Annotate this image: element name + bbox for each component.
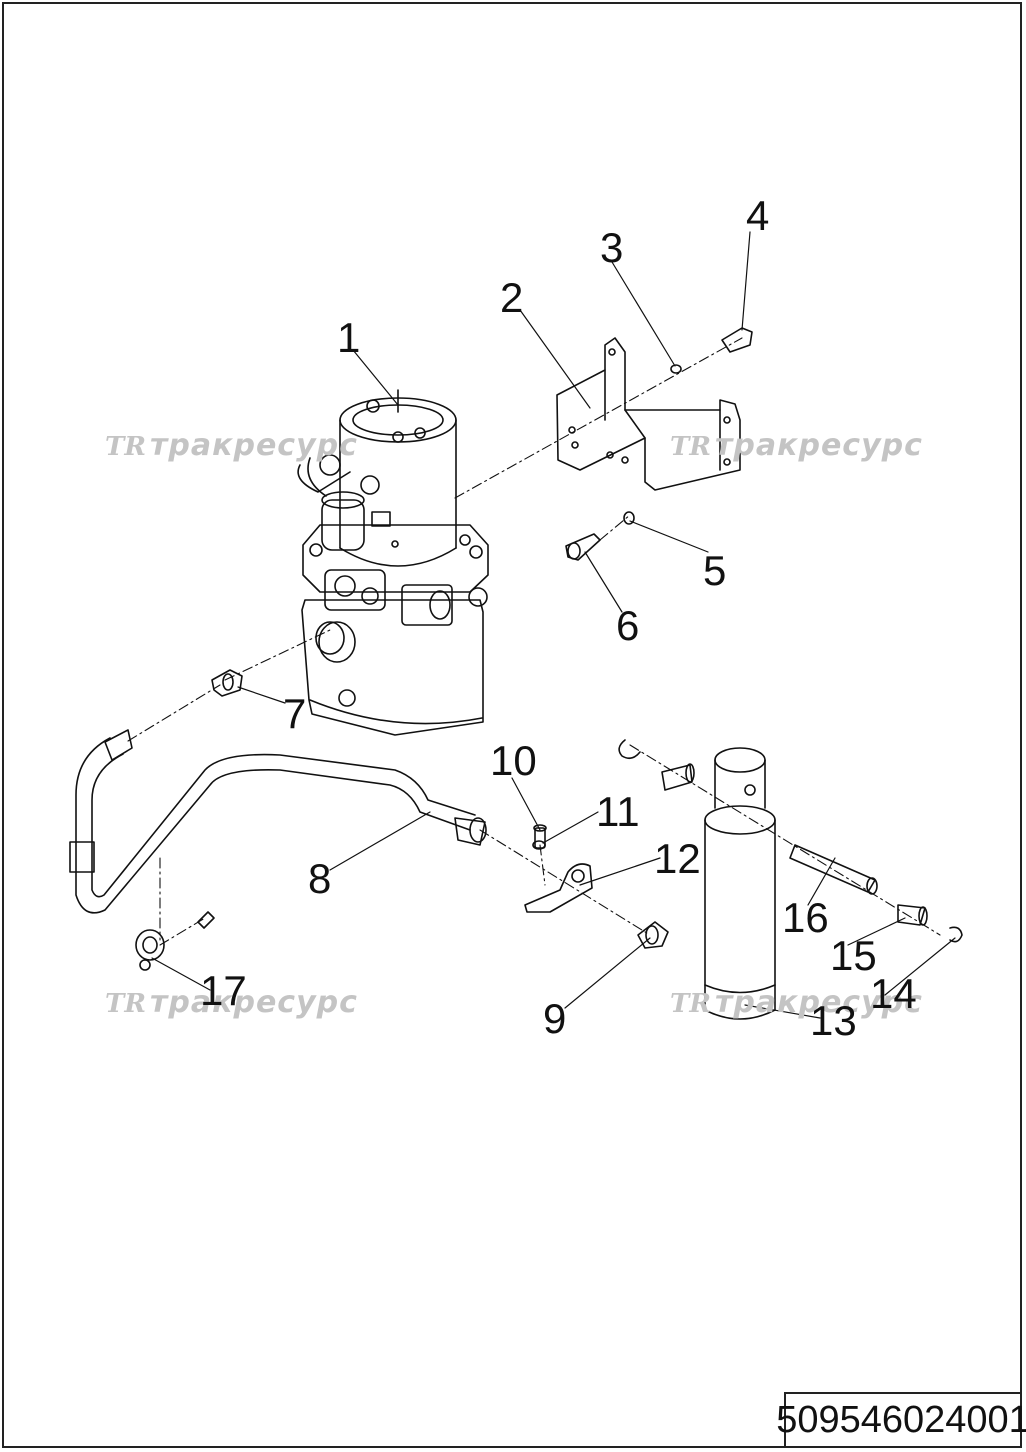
fitting-part-9: [637, 921, 669, 949]
callout-15: 15: [830, 932, 877, 979]
callout-6: 6: [616, 602, 639, 649]
watermark-top-left: ТR тракресурс: [105, 428, 358, 463]
pin-parts-14-15-16: [618, 739, 963, 943]
watermark-bottom-right: ТR тракресурс: [670, 985, 923, 1020]
callout-9: 9: [543, 995, 566, 1042]
callout-16: 16: [782, 894, 829, 941]
svg-text:ТR: ТR: [105, 432, 146, 462]
callout-17: 17: [200, 967, 247, 1014]
document-number-box: 509546024001: [776, 1392, 1026, 1448]
watermark-top-right: ТR тракресурс: [670, 428, 923, 463]
callout-2: 2: [500, 274, 523, 321]
svg-text:тракресурс: тракресурс: [150, 985, 358, 1020]
callout-14: 14: [870, 970, 917, 1017]
callout-5: 5: [703, 547, 726, 594]
bracket-hardware-parts-10-11-12: [524, 824, 593, 913]
svg-text:тракресурс: тракресурс: [150, 428, 358, 463]
leader-lines: [151, 231, 956, 1019]
document-number: 509546024001: [776, 1398, 1026, 1441]
center-lines: [127, 337, 941, 946]
svg-text:ТR: ТR: [670, 989, 711, 1019]
callout-12: 12: [654, 835, 701, 882]
power-unit-part-1: [297, 389, 489, 736]
bracket-part-2: [556, 337, 741, 491]
callout-3: 3: [600, 224, 623, 271]
banjo-fitting-part-17: [135, 911, 215, 971]
callout-8: 8: [308, 855, 331, 902]
callout-1: 1: [337, 314, 360, 361]
callout-7: 7: [283, 690, 306, 737]
fastener-parts-3-4-5-6: [565, 327, 753, 561]
svg-text:тракресурс: тракресурс: [715, 985, 923, 1020]
watermark-bottom-left: ТR тракресурс: [105, 985, 358, 1020]
callout-11: 11: [596, 788, 640, 835]
cylinder-part-13: [704, 747, 776, 1020]
callout-10: 10: [490, 737, 537, 784]
hose-part-8: [69, 729, 487, 914]
svg-text:тракресурс: тракресурс: [715, 428, 923, 463]
svg-text:ТR: ТR: [105, 989, 146, 1019]
fitting-part-7: [211, 669, 243, 697]
callout-4: 4: [746, 192, 769, 239]
callout-13: 13: [810, 997, 857, 1044]
callout-numbers: 1 2 3 4 5 6 7 8 9 10 11 12 13 14 15 16 1…: [200, 192, 917, 1044]
svg-text:ТR: ТR: [670, 432, 711, 462]
